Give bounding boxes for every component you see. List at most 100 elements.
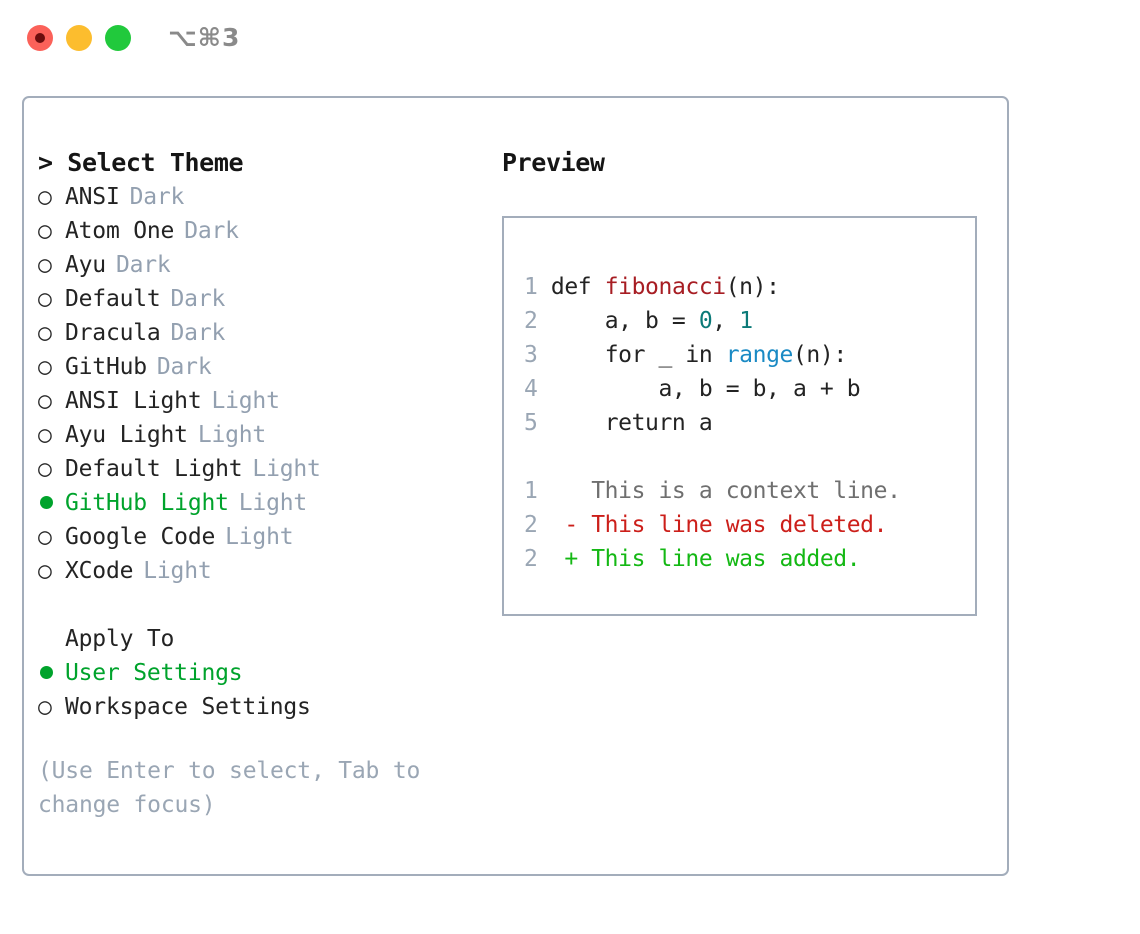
code-line-number: 2 [524, 308, 551, 334]
code-token-plain: def [550, 274, 605, 300]
theme-option-label: GitHub [65, 354, 147, 380]
code-line: 3 for _ in range(n): [524, 338, 860, 372]
theme-option-label: Atom One [65, 218, 175, 244]
code-line: 1 def fibonacci(n): [524, 270, 860, 304]
preview-column: Preview 1 def fibonacci(n):2 a, b = 0, 1… [502, 146, 992, 616]
apply-to-option-row[interactable]: ○ Workspace Settings [38, 690, 498, 724]
close-window-icon[interactable] [27, 25, 53, 51]
code-token-plain: (n): [725, 274, 780, 300]
unselected-radio-icon: ○ [38, 388, 52, 414]
code-line-number: 3 [524, 342, 551, 368]
traffic-light-buttons [27, 25, 131, 51]
theme-variant-badge: Light [238, 490, 308, 516]
theme-variant-badge: Dark [184, 218, 239, 244]
keyboard-hint-text: (Use Enter to select, Tab to change focu… [38, 758, 421, 818]
diff-line: 2 - This line was deleted. [524, 508, 901, 542]
diff-line-text-add: + This line was added. [564, 546, 861, 572]
theme-option-label: Ayu Light [65, 422, 188, 448]
diff-line-text-ctx: This is a context line. [564, 478, 901, 504]
title-bar: ⌥⌘3 [0, 0, 1140, 78]
apply-to-option-label: Workspace Settings [65, 694, 311, 720]
apply-to-heading: Apply To [65, 626, 175, 652]
select-theme-heading: > Select Theme [38, 148, 244, 177]
code-line: 2 a, b = 0, 1 [524, 304, 860, 338]
unselected-radio-icon: ○ [38, 524, 52, 550]
theme-option-label: Dracula [65, 320, 161, 346]
unselected-radio-icon: ○ [38, 184, 52, 210]
code-token-plain: (n): [792, 342, 847, 368]
unselected-radio-icon: ○ [38, 558, 52, 584]
theme-variant-badge: Dark [156, 354, 212, 380]
theme-option-label: XCode [65, 558, 134, 584]
theme-option-row[interactable]: ○ GitHub Dark [38, 350, 498, 384]
preview-heading: Preview [502, 148, 605, 177]
theme-option-row[interactable]: ○ XCode Light [38, 554, 498, 588]
keyboard-shortcut-label: ⌥⌘3 [168, 23, 241, 52]
code-line-number: 5 [524, 410, 551, 436]
diff-line: 1 This is a context line. [524, 474, 901, 508]
code-line: 5 return a [524, 406, 860, 440]
theme-variant-badge: Dark [129, 184, 185, 210]
theme-option-row[interactable]: ○ ANSI Light Light [38, 384, 498, 418]
diff-line-number: 2 [524, 512, 565, 538]
theme-variant-badge: Light [211, 388, 280, 414]
diff-line: 2 + This line was added. [524, 542, 901, 576]
diff-line-text-del: - This line was deleted. [564, 512, 888, 538]
apply-to-option-label: User Settings [65, 660, 243, 686]
theme-variant-badge: Light [225, 524, 294, 550]
diff-line-number: 2 [524, 546, 565, 572]
unselected-radio-icon: ○ [38, 218, 52, 244]
theme-variant-badge: Dark [115, 252, 171, 278]
code-token-plain: return a [550, 410, 713, 436]
unselected-radio-icon: ○ [38, 694, 52, 720]
apply-to-list[interactable]: User Settings ○ Workspace Settings [38, 656, 498, 724]
code-token-num: 1 [739, 308, 753, 334]
theme-option-row[interactable]: ○ ANSI Dark [38, 180, 498, 214]
code-line-number: 4 [524, 376, 551, 402]
minimize-window-icon[interactable] [66, 25, 92, 51]
theme-option-row[interactable]: ○ Atom One Dark [38, 214, 498, 248]
theme-option-row[interactable]: ○ Default Light Light [38, 452, 498, 486]
code-token-plain: , [712, 308, 740, 334]
code-token-fn: fibonacci [604, 274, 726, 300]
diff-line-number: 1 [524, 478, 565, 504]
theme-option-row[interactable]: GitHub Light Light [38, 486, 498, 520]
theme-variant-badge: Dark [170, 286, 226, 312]
unselected-radio-icon: ○ [38, 320, 52, 346]
code-line: 4 a, b = b, a + b [524, 372, 861, 406]
apply-to-option-row[interactable]: User Settings [38, 656, 498, 690]
theme-option-label: Default [65, 286, 161, 312]
code-token-plain: a, b = [550, 308, 699, 334]
code-token-num: 0 [698, 308, 713, 334]
list-spacer [38, 588, 498, 622]
theme-variant-badge: Dark [170, 320, 226, 346]
theme-option-label: Default Light [65, 456, 243, 482]
theme-option-label: ANSI Light [65, 388, 202, 414]
unselected-radio-icon: ○ [38, 252, 52, 278]
diff-sample: 1 This is a context line.2 - This line w… [524, 474, 901, 576]
theme-variant-badge: Light [143, 558, 212, 584]
code-token-plain: for _ in [550, 342, 726, 368]
theme-option-label: Google Code [65, 524, 216, 550]
maximize-window-icon[interactable] [105, 25, 131, 51]
code-line-number: 1 [524, 274, 551, 300]
unselected-radio-icon: ○ [38, 456, 52, 482]
theme-option-row[interactable]: ○ Dracula Dark [38, 316, 498, 350]
theme-variant-badge: Light [197, 422, 267, 448]
code-token-plain: a, b = b, a + b [550, 376, 861, 402]
theme-option-row[interactable]: ○ Google Code Light [38, 520, 498, 554]
theme-option-label: GitHub Light [65, 490, 229, 516]
theme-variant-badge: Light [252, 456, 321, 482]
unselected-radio-icon: ○ [38, 354, 52, 380]
theme-option-label: ANSI [65, 184, 120, 210]
